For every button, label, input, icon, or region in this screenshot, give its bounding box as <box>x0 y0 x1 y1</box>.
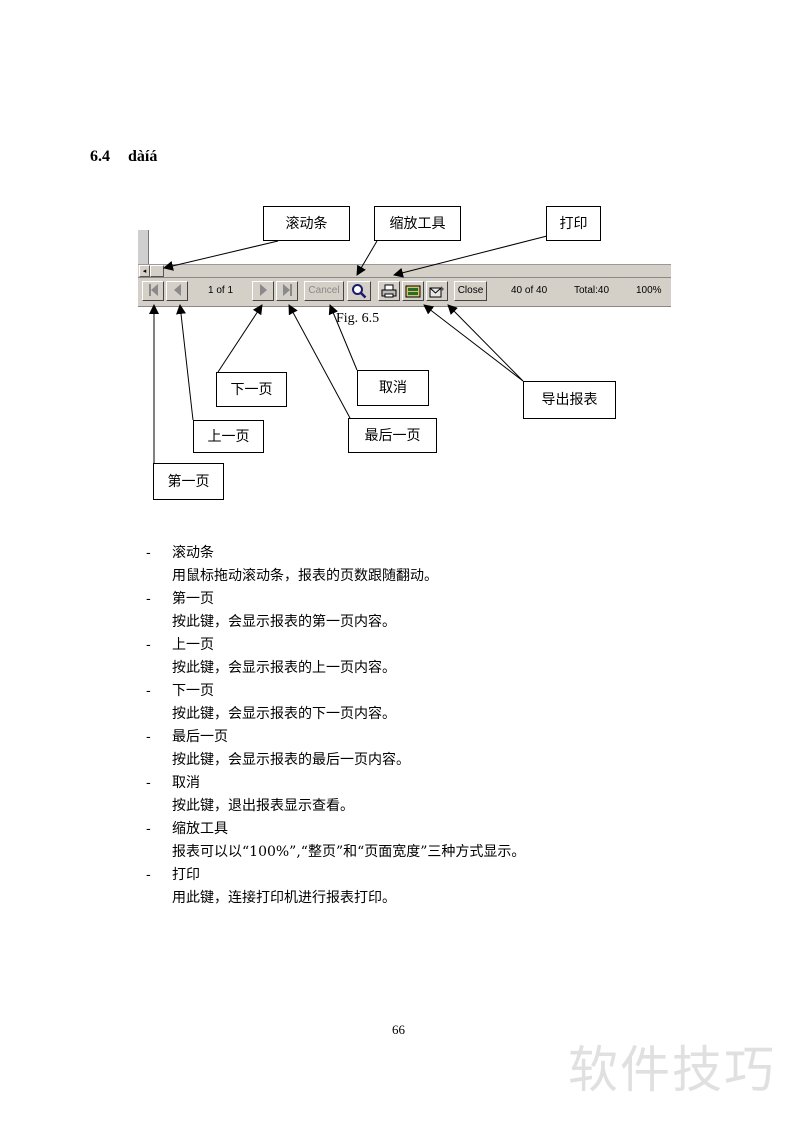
report-viewer-screenshot: ◂ 1 of 1 Cancel <box>138 226 671 307</box>
bullet: - <box>146 683 151 699</box>
item-title: 上一页 <box>172 637 214 653</box>
item-title: 取消 <box>172 775 200 791</box>
callout-arrows <box>149 235 548 463</box>
last-page-button[interactable] <box>276 281 298 301</box>
figure-caption: Fig. 6.5 <box>336 311 380 326</box>
prev-page-icon <box>173 284 181 297</box>
scrollbar-thumb[interactable] <box>150 265 164 277</box>
list-item: - 下一页 按此键，会显示报表的下一页内容。 <box>146 680 746 726</box>
close-button[interactable]: Close <box>454 281 487 301</box>
callout-next-page: 下一页 <box>216 372 287 407</box>
bullet: - <box>146 591 151 607</box>
watermark: 软件技巧 <box>568 1041 776 1099</box>
bullet: - <box>146 821 151 837</box>
callout-cancel: 取消 <box>357 370 429 406</box>
bullet: - <box>146 775 151 791</box>
list-item: - 取消 按此键，退出报表显示查看。 <box>146 772 746 818</box>
printer-icon <box>381 284 397 298</box>
bullet: - <box>146 729 151 745</box>
section-heading: 6.4 dàíá <box>90 148 157 166</box>
item-title: 缩放工具 <box>172 821 228 837</box>
print-button[interactable] <box>378 281 400 301</box>
export-icon <box>405 285 421 298</box>
mail-export-icon <box>429 286 444 298</box>
magnifier-icon <box>352 284 367 299</box>
callout-prev-page: 上一页 <box>193 420 264 453</box>
callout-export: 导出报表 <box>523 381 616 419</box>
item-body: 报表可以以“100%”,“整页”和“页面宽度”三种方式显示。 <box>172 844 526 860</box>
item-body: 按此键，退出报表显示查看。 <box>172 798 354 814</box>
next-page-button[interactable] <box>252 281 274 301</box>
description-list: - 滚动条 用鼠标拖动滚动条，报表的页数跟随翻动。 - 第一页 按此键，会显示报表的… <box>146 542 746 910</box>
item-title: 下一页 <box>172 683 214 699</box>
bullet: - <box>146 637 151 653</box>
item-body: 按此键，会显示报表的最后一页内容。 <box>172 752 410 768</box>
item-body: 按此键，会显示报表的第一页内容。 <box>172 614 396 630</box>
bullet: - <box>146 545 151 561</box>
list-item: - 滚动条 用鼠标拖动滚动条，报表的页数跟随翻动。 <box>146 542 746 588</box>
bullet: - <box>146 867 151 883</box>
callout-first-page: 第一页 <box>153 463 224 500</box>
section-title: dàíá <box>128 148 158 165</box>
first-page-icon <box>148 284 151 297</box>
cancel-button[interactable]: Cancel <box>304 281 344 301</box>
scroll-left-arrow-icon[interactable]: ◂ <box>139 265 150 277</box>
item-body: 按此键，会显示报表的上一页内容。 <box>172 660 396 676</box>
vertical-scroll-stub <box>138 230 149 274</box>
export-mail-button[interactable] <box>426 281 448 301</box>
first-page-button[interactable] <box>142 281 164 301</box>
item-title: 滚动条 <box>172 545 214 561</box>
export-button[interactable] <box>402 281 424 301</box>
callout-zoom-tool: 缩放工具 <box>374 206 461 241</box>
next-page-icon <box>259 284 267 297</box>
list-item: - 最后一页 按此键，会显示报表的最后一页内容。 <box>146 726 746 772</box>
zoom-button[interactable] <box>347 281 371 301</box>
item-title: 第一页 <box>172 591 214 607</box>
item-body: 按此键，会显示报表的下一页内容。 <box>172 706 396 722</box>
viewer-toolbar: 1 of 1 Cancel <box>138 277 671 307</box>
page-indicator: 1 of 1 <box>208 285 234 296</box>
list-item: - 缩放工具 报表可以以“100%”,“整页”和“页面宽度”三种方式显示。 <box>146 818 746 864</box>
callout-scrollbar: 滚动条 <box>263 206 350 241</box>
item-title: 打印 <box>172 867 200 883</box>
prev-page-button[interactable] <box>166 281 188 301</box>
item-body: 用此键，连接打印机进行报表打印。 <box>172 890 396 906</box>
page-number: 66 <box>392 1022 405 1037</box>
horizontal-scrollbar[interactable] <box>138 264 671 277</box>
list-item: - 第一页 按此键，会显示报表的第一页内容。 <box>146 588 746 634</box>
zoom-level: 100% <box>636 285 662 296</box>
section-number: 6.4 <box>90 148 110 165</box>
item-title: 最后一页 <box>172 729 228 745</box>
last-page-icon <box>282 284 290 297</box>
callout-print: 打印 <box>546 206 601 241</box>
callout-last-page: 最后一页 <box>348 418 437 453</box>
list-item: - 上一页 按此键，会显示报表的上一页内容。 <box>146 634 746 680</box>
record-count: 40 of 40 <box>511 285 548 296</box>
total-count: Total:40 <box>574 285 610 296</box>
list-item: - 打印 用此键，连接打印机进行报表打印。 <box>146 864 746 910</box>
item-body: 用鼠标拖动滚动条，报表的页数跟随翻动。 <box>172 568 438 584</box>
